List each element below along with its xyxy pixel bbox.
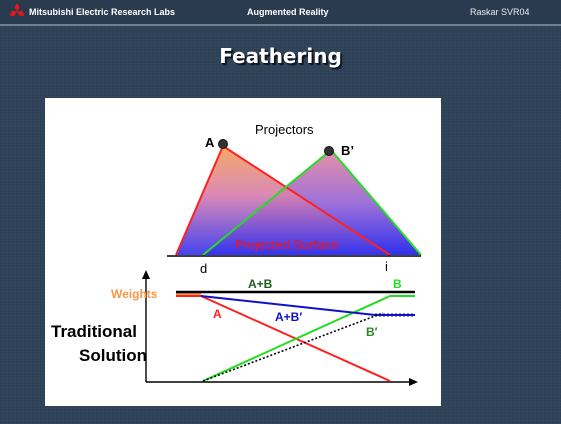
mitsubishi-logo-icon (9, 3, 25, 16)
sum-ab-label: A+B (248, 277, 273, 291)
weights-label: Weights (111, 287, 158, 301)
projector-b-label: B’ (341, 143, 354, 158)
curve-a-label: A (213, 307, 222, 321)
curve-b-prime-label: B′ (366, 325, 378, 339)
x-axis-arrow (409, 378, 418, 386)
projected-surface-label: Projected Surface (235, 237, 338, 252)
feathering-diagram: Projectors A B’ Projected Surface d i We… (51, 122, 422, 386)
projectors-label: Projectors (255, 122, 314, 137)
overlap-start-label: d (200, 261, 207, 276)
projector-a-cone (176, 146, 390, 255)
slide-header: Mitsubishi Electric Research Labs Augmen… (0, 0, 561, 26)
projector-a-label: A (205, 135, 215, 150)
projector-a-point (218, 139, 228, 149)
header-organization: Mitsubishi Electric Research Labs (29, 7, 176, 17)
curve-b-label: B (393, 277, 402, 291)
projector-b-point (324, 146, 334, 156)
diagram-panel: Projectors A B’ Projected Surface d i We… (45, 98, 441, 406)
curve-b-prime (202, 312, 384, 382)
method-label-line2: Solution (79, 346, 147, 365)
overlap-end-label: i (385, 259, 388, 274)
curve-b (202, 295, 415, 382)
slide-title: Feathering (219, 44, 342, 68)
header-reference: Raskar SVR04 (470, 7, 530, 17)
y-axis-arrow (142, 270, 150, 279)
method-label-line1: Traditional (51, 322, 137, 341)
sum-ab-prime-label: A+B′ (275, 310, 302, 324)
curve-a (176, 295, 391, 382)
header-topic: Augmented Reality (247, 7, 329, 17)
